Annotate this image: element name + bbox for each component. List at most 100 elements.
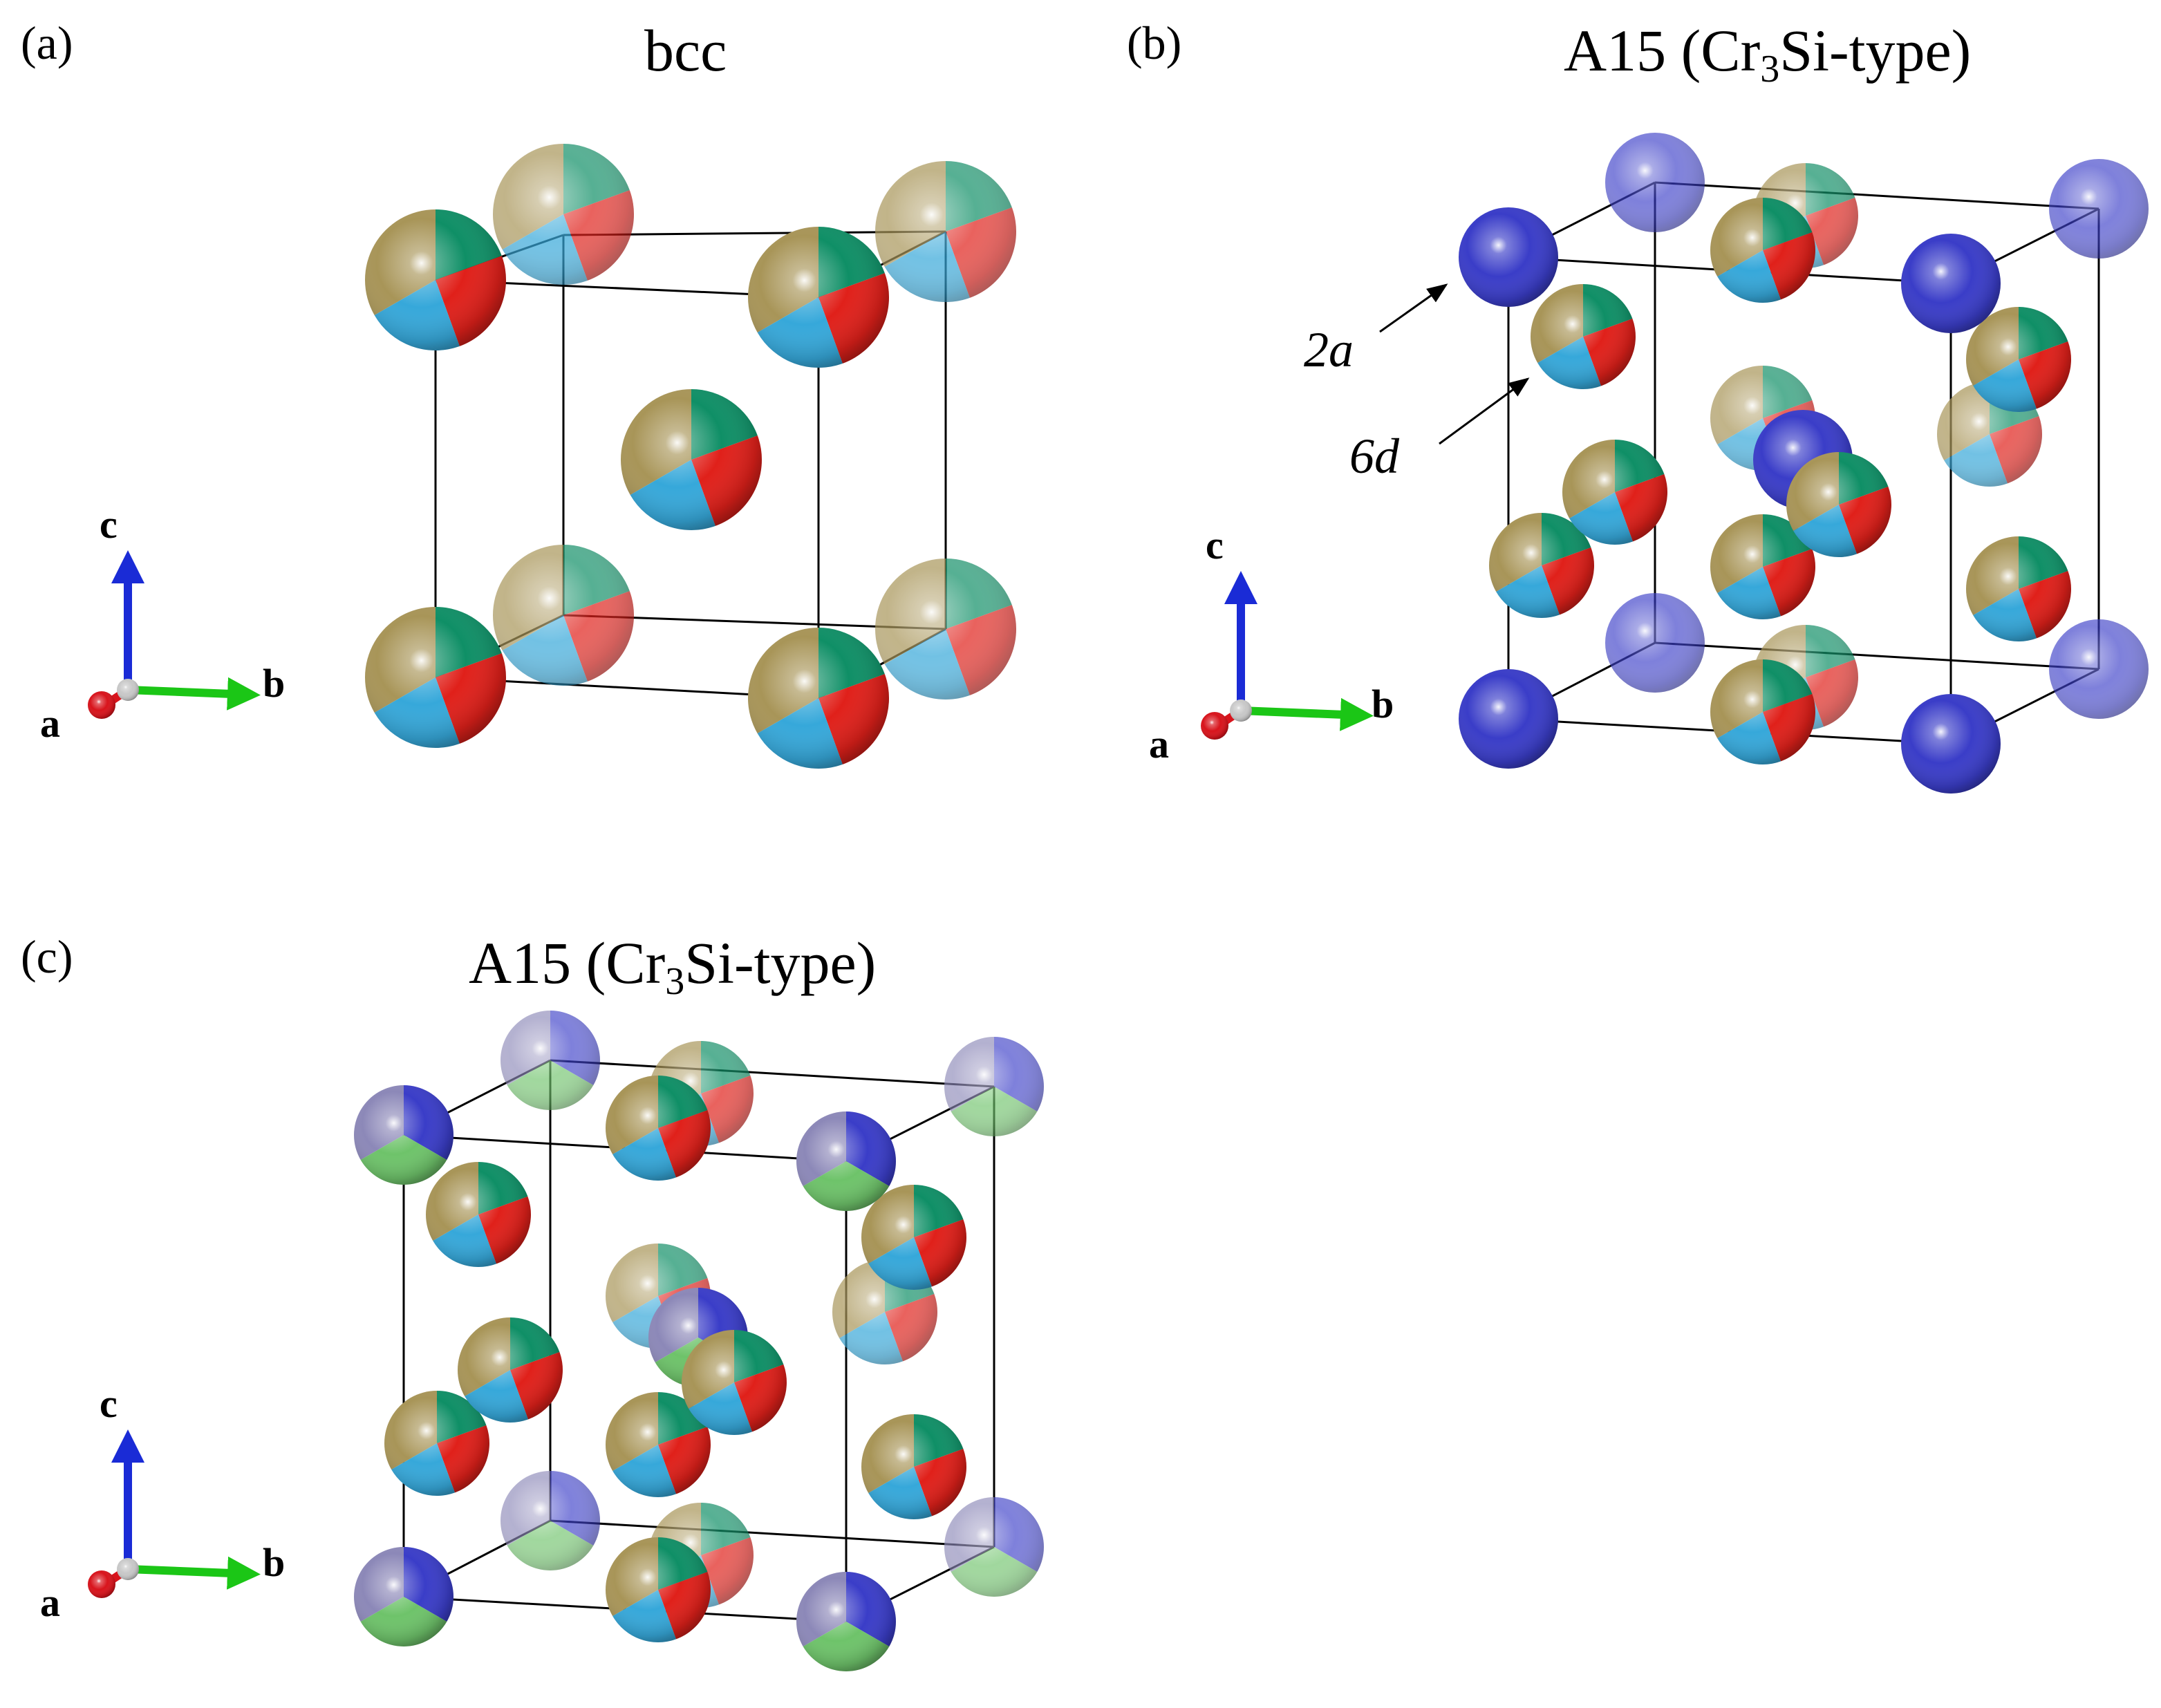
site-2a-corner-atom (501, 1471, 601, 1570)
site-2a-corner-atom (1459, 669, 1558, 769)
sphere-shading (796, 1572, 896, 1671)
site-label-6d-num: 6 (1349, 429, 1374, 484)
bcc-corner-atom (874, 161, 1016, 303)
panel-c-title-pre: A15 (Cr (469, 930, 666, 996)
sphere-shading (1710, 198, 1815, 303)
site-6d-atom (1786, 452, 1892, 557)
panel-a-axis-c-label: c (100, 502, 118, 547)
sphere-shading (365, 607, 506, 748)
site-6d-atom (606, 1076, 711, 1181)
sphere-shading (796, 1111, 896, 1211)
panel-c-label: (c) (21, 930, 73, 983)
bcc-body-center-atom (620, 389, 762, 530)
sphere-shading (944, 1497, 1044, 1597)
panel-b-title-post: Si-type) (1779, 17, 1972, 84)
sphere-shading (606, 1392, 711, 1497)
unit-cell-edge (1654, 181, 2099, 210)
site-6d-atom (861, 1414, 966, 1520)
sphere-shading (458, 1317, 563, 1423)
sphere-shading (944, 1037, 1044, 1136)
site-2a-corner-atom (1605, 593, 1705, 693)
panel-a-axis-b-label: b (263, 661, 286, 706)
site-6d-atom (426, 1162, 531, 1267)
bcc-corner-atom (365, 209, 506, 350)
site-6d-atom (606, 1537, 711, 1642)
sphere-shading (354, 1547, 453, 1646)
axis-b-arrow (127, 1556, 261, 1590)
panel-c-axis-triad (88, 1429, 261, 1598)
sphere-shading (1966, 307, 2071, 412)
site-6d-atom (1966, 307, 2072, 412)
site-6d-atom (861, 1185, 966, 1290)
site-label-2a-num: 2 (1304, 322, 1329, 377)
sphere-shading (384, 1391, 489, 1496)
site-2a-corner-atom (1605, 133, 1705, 232)
axis-origin (117, 679, 139, 701)
sphere-shading (501, 1471, 600, 1570)
bcc-corner-atom (492, 144, 634, 285)
sphere-shading (875, 559, 1016, 700)
sphere-shading (2049, 619, 2149, 719)
bcc-corner-atom (874, 559, 1016, 700)
site-6d-atom (606, 1392, 711, 1497)
sphere-shading (501, 1011, 600, 1110)
site-6d-atom (1710, 198, 1815, 303)
sphere-shading (1459, 669, 1558, 769)
site-2a-corner-atom (1901, 694, 2001, 794)
site-2a-corner-atom (1459, 207, 1558, 307)
sphere-shading (861, 1414, 966, 1519)
sphere-shading (748, 227, 889, 368)
site-2a-corner-atom (2049, 159, 2149, 259)
panel-b-title-sub: 3 (1760, 48, 1780, 91)
axis-b-arrow (127, 677, 261, 711)
axis-b-arrow (1240, 697, 1374, 731)
panel-b-title-pre: A15 (Cr (1564, 17, 1761, 84)
panel-b-axis-c-label: c (1206, 523, 1224, 567)
site-6d-atom (682, 1330, 787, 1435)
axis-a-head (88, 1570, 115, 1598)
sphere-shading (354, 1085, 453, 1185)
panel-a-title: bcc (644, 17, 727, 84)
axis-a-head (88, 691, 115, 719)
site-label-2a: 2a (1304, 325, 1354, 375)
sphere-shading (2049, 159, 2149, 259)
axis-a-head (1201, 712, 1228, 740)
panel-a-axis-a-label: a (40, 701, 60, 746)
sphere-shading (1901, 694, 2001, 794)
sphere-shading (1966, 536, 2071, 641)
site-2a-corner-atom (796, 1572, 896, 1671)
site-6d-atom (1562, 440, 1667, 545)
unit-cell-edge (550, 1059, 995, 1088)
site-6d-atom (1710, 659, 1815, 764)
site-2a-corner-atom (944, 1497, 1044, 1597)
sphere-shading (861, 1185, 966, 1290)
site-6d-atom (1531, 284, 1636, 389)
unit-cell-edge (1654, 641, 2099, 670)
sphere-shading (1531, 284, 1636, 389)
sphere-shading (493, 144, 634, 285)
sphere-shading (1459, 207, 1558, 307)
site-2a-corner-atom (944, 1037, 1044, 1137)
site-2a-corner-atom (354, 1085, 453, 1185)
bcc-corner-atom (748, 227, 889, 368)
site-6d-pointer-arrow (1439, 377, 1530, 445)
panel-b-label: (b) (1127, 17, 1182, 69)
site-label-6d-letter: d (1374, 429, 1399, 484)
site-2a-corner-atom (796, 1111, 897, 1211)
sphere-shading (748, 628, 889, 769)
site-6d-atom (458, 1317, 563, 1423)
site-2a-corner-atom (2049, 619, 2149, 719)
site-label-2a-letter: a (1329, 322, 1354, 377)
sphere-shading (1710, 659, 1815, 764)
panel-c-title: A15 (Cr3Si-type) (469, 933, 876, 1001)
panel-b-axis-b-label: b (1372, 682, 1394, 726)
sphere-shading (875, 161, 1016, 302)
sphere-shading (1489, 513, 1594, 618)
site-2a-corner-atom (354, 1547, 453, 1646)
sphere-shading (1786, 452, 1891, 557)
site-6d-atom (1489, 513, 1594, 618)
sphere-shading (621, 389, 762, 530)
site-2a-pointer-arrow (1379, 283, 1448, 333)
sphere-shading (606, 1076, 711, 1181)
